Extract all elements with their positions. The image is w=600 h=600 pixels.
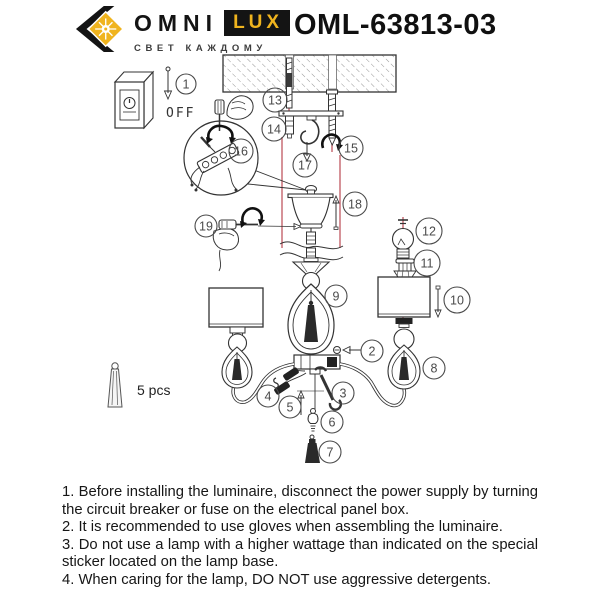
finial-6 [307,408,319,432]
hand-16 [226,95,254,120]
power-off-arrow [163,66,173,101]
brand-diamond-icon [87,10,125,48]
left-teardrop [221,346,253,389]
right-bulb [391,219,415,259]
callout-1: 1 [175,73,197,95]
terminal-block [190,136,240,192]
leader-line-19 [257,222,303,231]
svg-text:5: 5 [287,401,294,415]
canopy [287,185,334,245]
svg-text:19: 19 [199,220,213,234]
center-teardrop [287,283,335,355]
svg-text:18: 18 [348,198,362,212]
callout-7: 7 [318,440,342,464]
tassel-7 [305,434,320,463]
callout-6: 6 [320,410,344,434]
brand-word-omni: OMNI [134,9,219,36]
left-shade [208,287,264,328]
wrench-icon [314,366,343,411]
off-label: OFF [166,106,195,121]
ceiling-block [222,54,397,93]
callout-2: 2 [360,339,384,363]
svg-text:12: 12 [422,225,436,239]
svg-text:17: 17 [298,159,312,173]
callout-3: 3 [331,381,355,405]
screw-arrow-2 [333,345,361,355]
canopy-pin-18 [332,194,340,230]
s-hook [273,377,279,389]
right-teardrop [387,344,421,390]
svg-text:3: 3 [340,387,347,401]
center-tassel [304,290,318,342]
rotation-arrow-19 [240,207,265,228]
callout-9: 9 [324,284,348,308]
svg-text:8: 8 [431,362,438,376]
callout-16: 16 [228,138,254,164]
right-cap [395,318,413,328]
brand-logo: OMNI LUX СВЕТ КАЖДОМУ [68,4,291,54]
svg-text:13: 13 [268,94,282,108]
power-switch-box [113,70,155,130]
callout-10: 10 [443,286,471,314]
wall-anchor-right [321,89,343,151]
brand-logo-mark [75,5,125,53]
brand-tagline: СВЕТ КАЖДОМУ [134,43,267,54]
svg-text:10: 10 [450,294,464,308]
svg-text:15: 15 [344,142,358,156]
svg-text:7: 7 [327,446,334,460]
screwdriver-horizontal [218,219,258,230]
instruction-item-2: 2. It is recommended to use gloves when … [62,519,503,536]
model-number: OML-63813-03 [294,9,497,41]
instruction-item-3: 3. Do not use a lamp with a higher watta… [62,536,538,571]
svg-text:16: 16 [234,145,248,159]
hand-19 [212,227,239,272]
left-arm [231,362,295,404]
right-arm [339,362,407,408]
hub [293,354,341,375]
svg-text:4: 4 [265,390,272,404]
callout-8: 8 [422,356,446,380]
svg-text:9: 9 [333,290,340,304]
tassel-count-label: 5 pcs [137,382,170,398]
svg-text:2: 2 [369,345,376,359]
brand-lux-badge: LUX [224,10,291,36]
wall-anchor-left [285,57,294,139]
callout-18: 18 [342,191,368,217]
callout-4: 4 [256,384,280,408]
instructions: 1. Before installing the luminaire, disc… [62,484,538,590]
screwdriver-vertical [214,99,225,131]
callout-15: 15 [338,135,364,161]
callout-13: 13 [262,87,288,113]
svg-text:11: 11 [421,257,434,271]
shade-pin-10 [434,285,442,319]
svg-text:6: 6 [329,416,336,430]
mounting-bar [278,110,344,121]
callout-19: 19 [194,214,218,238]
svg-text:14: 14 [267,123,281,137]
rotation-arrow-16 [206,124,236,144]
spare-tassel [107,362,123,408]
center-connector [303,247,319,262]
brand-text: OMNI LUX СВЕТ КАЖДОМУ [134,8,291,54]
callout-12: 12 [415,217,443,245]
right-shade [377,276,431,318]
callout-17: 17 [292,152,318,178]
callout-11: 11 [413,249,441,277]
callout-5: 5 [278,395,302,419]
rotation-arrow-15 [321,133,342,149]
brand-chevron-icon [75,5,115,53]
instruction-item-4: 4. When caring for the lamp, DO NOT use … [62,571,492,588]
instruction-item-1: 1. Before installing the luminaire, disc… [62,484,538,518]
right-socket [393,258,417,278]
callout-14: 14 [261,116,287,142]
svg-text:1: 1 [183,78,190,92]
